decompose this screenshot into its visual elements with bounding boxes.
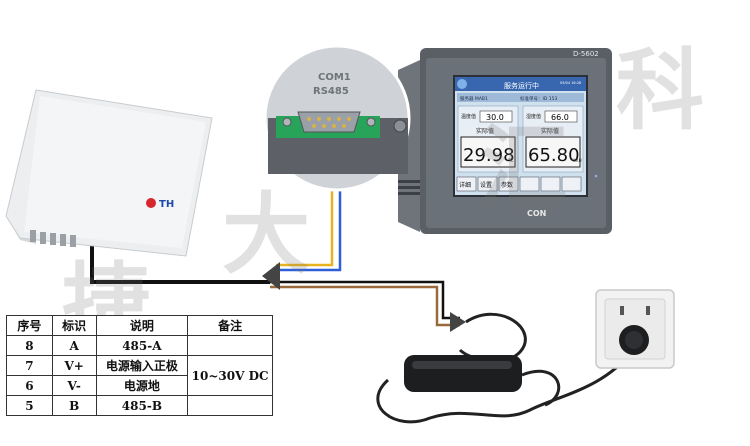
hmi-button-2[interactable] [477, 176, 498, 192]
socket-slot-1 [620, 306, 624, 315]
header-id: 标识 [51, 315, 97, 336]
row-desc: 电源输入正极 [95, 355, 189, 376]
hmi-device: D-5602 服务运行中 09/04 16:28 服务器 MAB1 标准单号：I… [398, 48, 612, 234]
row-num: 6 [6, 375, 53, 396]
row-num: 7 [6, 355, 53, 376]
hmi-hum-set-value: 66.0 [551, 113, 569, 122]
hmi-button-4[interactable] [519, 176, 540, 192]
hmi-status-title: 服务运行中 [504, 81, 539, 90]
row-num: 8 [6, 335, 53, 356]
cable-junction-arrow [262, 262, 280, 290]
row-id: B [51, 395, 97, 416]
connector-label-line1: COM1 [318, 72, 351, 83]
hmi-button-5[interactable] [540, 176, 561, 192]
hmi-led-icon [594, 174, 598, 178]
power-wire-black [90, 240, 270, 284]
table-row: 8 A 485-A [6, 335, 273, 356]
hmi-button-3-label: 参数 [501, 181, 513, 189]
sensor-logo-text: TH [159, 199, 174, 210]
hmi-button-3[interactable] [498, 176, 519, 192]
row-num: 5 [6, 395, 53, 416]
hmi-temp-set-label: 温度值 [461, 113, 476, 120]
db9-pins [307, 117, 351, 128]
hmi-temp-display [460, 136, 516, 168]
hmi-button-1[interactable] [456, 176, 477, 192]
sensor-face [24, 96, 206, 248]
row-note: 10~30V DC [187, 355, 273, 396]
row-desc: 485-A [95, 335, 189, 356]
plug-head-ring [625, 331, 643, 349]
row-id: A [51, 335, 97, 356]
hmi-temp-unit: ℃ [508, 158, 514, 164]
hmi-button-2-label: 设置 [480, 181, 492, 189]
adapter-cable-right [376, 351, 634, 424]
socket-slot-2 [646, 306, 650, 315]
table-row: 5 B 485-B [6, 395, 273, 416]
wall-socket [595, 289, 675, 369]
adapter-brick [404, 355, 522, 392]
hmi-temp-set-box[interactable] [479, 110, 513, 123]
row-desc: 电源地 [95, 375, 189, 396]
hmi-device-name: 服务器 MAB1 [460, 95, 488, 102]
hmi-temp-set-value: 30.0 [486, 113, 504, 122]
power-adapter [376, 312, 634, 424]
hmi-button-1-label: 详细 [459, 181, 471, 189]
hmi-address-line: 标准单号：ID 153 [520, 95, 557, 102]
hmi-button-6[interactable] [561, 176, 582, 192]
hmi-logo-icon [457, 79, 467, 89]
power-wire-brown [270, 285, 460, 327]
sensor-vents [30, 230, 76, 247]
hmi-hum-unit: %RH [572, 158, 582, 163]
adapter-brick-highlight [412, 361, 512, 369]
row-id: V+ [51, 355, 97, 376]
hmi-hum-actual-value: 65.80 [528, 145, 580, 166]
header-num: 序号 [6, 315, 53, 336]
sensor-device: TH [5, 89, 213, 257]
adapter-cable-left [458, 312, 527, 363]
hmi-hum-set-box[interactable] [544, 110, 578, 123]
hmi-info-row [457, 93, 584, 102]
header-desc: 说明 [95, 315, 189, 336]
db9-shell [297, 111, 361, 133]
connector-screw-right [366, 117, 376, 127]
pin-table-header-row: 序号 标识 说明 备注 [6, 315, 273, 336]
connector-zoom: COM1 RS485 [263, 44, 420, 195]
hmi-hum-set-label: 湿度值 [526, 113, 541, 120]
chassis-screw [393, 119, 407, 133]
row-note-empty [187, 395, 273, 416]
hmi-title-bar [455, 77, 586, 91]
hmi-temp-actual-label: 实际值 [476, 127, 494, 135]
row-note-empty [187, 335, 273, 356]
hmi-hum-display [525, 136, 581, 168]
table-row: 6 V- 电源地 [6, 375, 273, 396]
connector-label-line2: RS485 [313, 86, 349, 97]
hmi-brand-label: CON [527, 209, 546, 218]
row-desc: 485-B [95, 395, 189, 416]
pin-table: 序号 标识 说明 备注 8 A 485-A 7 V+ 电源输入正极 10~30V… [6, 315, 273, 416]
hmi-top-time: 09/04 16:28 [560, 81, 581, 85]
chassis-vents [398, 180, 420, 195]
connector-screw-left [282, 117, 292, 127]
row-id: V- [51, 375, 97, 396]
hmi-hum-actual-label: 实际值 [541, 127, 559, 135]
hmi-model-label: D-5602 [573, 50, 599, 58]
hmi-temp-actual-value: 29.98 [463, 145, 515, 166]
adapter-junction-arrow [450, 312, 466, 332]
sensor-logo-icon [146, 198, 156, 208]
header-note: 备注 [187, 315, 273, 336]
hmi-button-bar: 详细 设置 参数 [456, 176, 582, 192]
table-row: 7 V+ 电源输入正极 10~30V DC [6, 355, 273, 396]
adapter-cable-loop [521, 369, 561, 407]
